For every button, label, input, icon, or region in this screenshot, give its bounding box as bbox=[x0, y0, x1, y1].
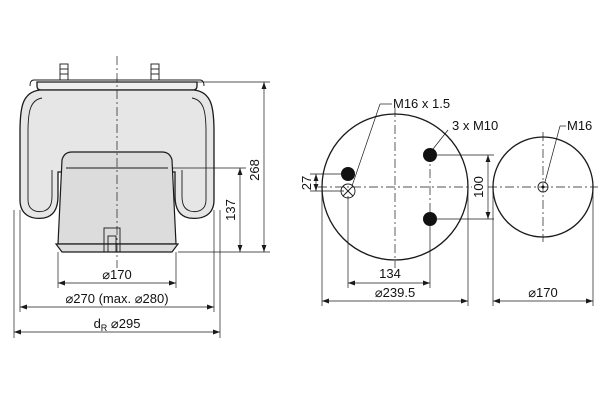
label-bottom-diameter: ⌀170 bbox=[528, 285, 558, 300]
label-height-overall: 268 bbox=[247, 159, 262, 181]
bottom-view: M16 ⌀170 bbox=[488, 118, 598, 306]
bolt-hole-top-right bbox=[423, 148, 437, 162]
label-plate-diameter: ⌀239.5 bbox=[375, 285, 415, 300]
label-bolt-threads: 3 x M10 bbox=[452, 118, 498, 133]
label-bellow-diameter: ⌀270 (max. ⌀280) bbox=[65, 291, 168, 306]
label-bolt-spacing-vertical: 100 bbox=[471, 176, 486, 198]
bottom-stud bbox=[103, 227, 121, 253]
label-piston-diameter: ⌀170 bbox=[102, 267, 132, 282]
bellow-inner-line bbox=[27, 97, 207, 212]
top-view: M16 x 1.5 3 x M10 27 100 134 ⌀239.5 bbox=[299, 96, 498, 306]
label-bolt-spacing-horizontal: 134 bbox=[379, 266, 401, 281]
label-height-piston: 137 bbox=[223, 199, 238, 221]
label-center-thread: M16 x 1.5 bbox=[393, 96, 450, 111]
label-reference-diameter: dR ⌀295 bbox=[94, 316, 141, 333]
label-offset-center: 27 bbox=[299, 176, 314, 190]
bolt-hole-top-left bbox=[341, 167, 355, 181]
top-stud-left bbox=[59, 63, 69, 81]
bottom-thread-icon bbox=[537, 181, 549, 193]
bolt-hole-bottom-right bbox=[423, 212, 437, 226]
top-stud-right bbox=[150, 63, 160, 81]
label-bottom-thread: M16 bbox=[567, 118, 592, 133]
side-view: 268 137 ⌀170 ⌀270 (max. ⌀280) dR ⌀295 bbox=[13, 56, 270, 338]
